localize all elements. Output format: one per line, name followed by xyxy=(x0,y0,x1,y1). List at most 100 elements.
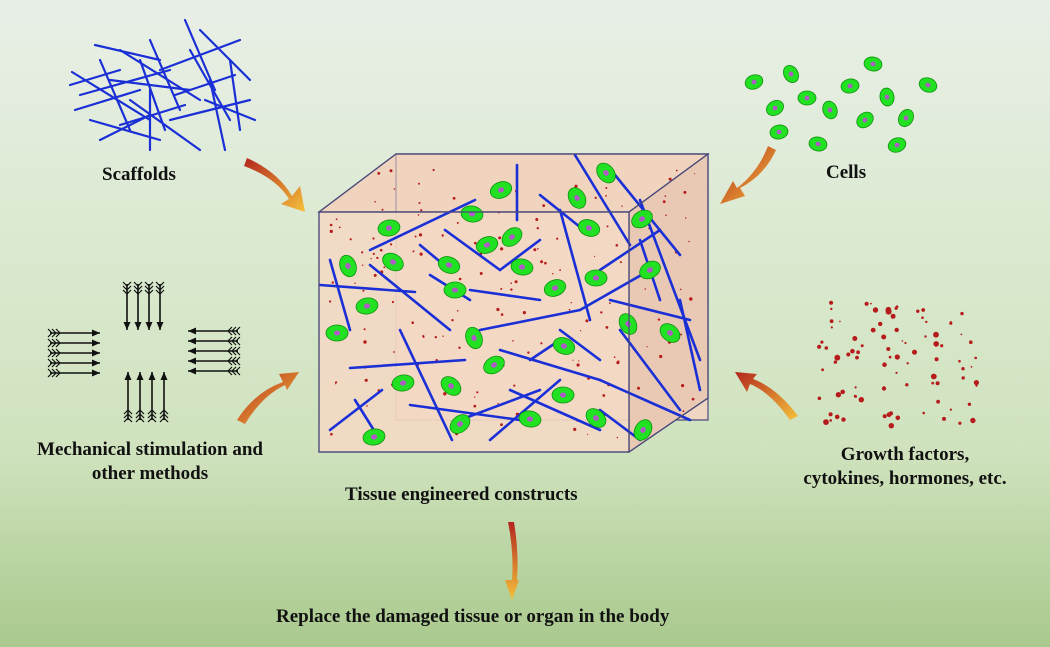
growth-factor-dot xyxy=(924,335,927,338)
cell xyxy=(567,187,587,209)
growth-factor-dot xyxy=(834,414,840,420)
cube-growth-factor-dot xyxy=(688,240,690,243)
cell xyxy=(822,100,838,120)
force-arrow-fletch xyxy=(123,413,129,419)
cell xyxy=(551,386,575,404)
cube-growth-factor-dot xyxy=(680,333,682,336)
cube-scaffold-fiber xyxy=(468,288,542,302)
growth-factor-dot xyxy=(853,394,857,398)
force-arrow-fletch xyxy=(123,417,129,423)
cell xyxy=(584,269,608,287)
growth-factor-dot xyxy=(840,389,845,395)
cell-nucleus xyxy=(390,259,396,265)
force-arrow-fletch xyxy=(147,417,153,423)
arrow-growth-factors-to-construct xyxy=(735,372,798,420)
force-arrow xyxy=(47,348,100,358)
label-growth-line2: cytokines, hormones, etc. xyxy=(803,468,1007,489)
force-arrow xyxy=(135,372,145,423)
cell xyxy=(863,56,883,72)
cube-growth-factor-dot xyxy=(594,255,596,257)
cell-nucleus xyxy=(468,211,476,217)
growth-factor-dot xyxy=(895,415,901,421)
cube-growth-factor-dot xyxy=(329,300,332,303)
force-arrow-fletch xyxy=(235,330,241,336)
force-arrow-fletch xyxy=(227,360,233,366)
force-arrow-fletch xyxy=(47,372,53,378)
cube-growth-factor-dot xyxy=(616,436,619,439)
force-arrow-fletch xyxy=(51,352,57,358)
cube-growth-factor-dot xyxy=(361,264,364,266)
cube-growth-factor-dot xyxy=(540,342,543,345)
cell-nucleus xyxy=(370,434,378,440)
cube-growth-factor-dot xyxy=(329,229,333,233)
force-arrow-fletch xyxy=(235,346,241,352)
force-arrow-fletch xyxy=(133,285,139,291)
force-arrow xyxy=(188,326,241,336)
force-arrow-fletch xyxy=(235,336,241,342)
growth-factor-dot xyxy=(961,367,965,371)
cube-growth-factor-dot xyxy=(479,272,483,275)
cube-growth-factor-dot xyxy=(331,281,334,284)
growth-factor-dot xyxy=(894,327,899,333)
scaffold-fiber xyxy=(208,78,227,152)
force-arrow-fletch xyxy=(151,417,157,423)
cube-growth-factor-dot xyxy=(335,218,338,221)
cube-growth-factor-dot xyxy=(393,351,395,353)
growth-factor-dot xyxy=(860,344,864,348)
scaffold-fiber xyxy=(173,73,237,97)
force-arrow-fletch xyxy=(51,348,57,354)
cube-scaffold-fiber xyxy=(408,403,522,422)
cell xyxy=(769,124,789,140)
cell-nucleus xyxy=(870,61,876,67)
force-arrow-fletch xyxy=(133,281,139,287)
cube-growth-factor-dot xyxy=(587,433,589,435)
force-arrow-fletch xyxy=(126,289,132,295)
force-arrow-head xyxy=(188,347,196,355)
force-arrow-fletch xyxy=(144,281,150,287)
force-arrow-fletch xyxy=(47,358,53,364)
force-arrow-fletch xyxy=(148,281,154,287)
tissue-construct-cube xyxy=(317,152,710,454)
cube-growth-factor-dot xyxy=(500,313,504,316)
cube-growth-factor-dot xyxy=(540,260,544,264)
cells-icon xyxy=(744,56,938,153)
force-arrow-fletch xyxy=(227,356,233,362)
growth-factor-dot xyxy=(894,306,898,310)
arrow-construct-to-body xyxy=(505,522,519,600)
cube-growth-factor-dot xyxy=(510,288,513,291)
cell-nucleus xyxy=(639,216,645,222)
growth-factor-dot xyxy=(933,331,939,338)
cell-nucleus xyxy=(884,94,890,100)
cube-growth-factor-dot xyxy=(458,277,462,281)
label-growth-line1: Growth factors, xyxy=(840,444,970,465)
cube-seeded-cells xyxy=(325,162,681,446)
cell-nucleus xyxy=(559,392,567,398)
cell xyxy=(489,181,513,199)
cube-growth-factor-dot xyxy=(473,404,477,408)
label-replace-tissue: Replace the damaged tissue or organ in t… xyxy=(276,606,670,627)
force-arrow-fletch xyxy=(231,346,237,352)
growth-factor-dot xyxy=(872,307,879,313)
force-arrow-fletch xyxy=(55,358,61,364)
force-arrow-fletch xyxy=(159,289,165,295)
growth-factor-dot xyxy=(960,333,963,336)
cube-growth-factor-dot xyxy=(637,386,640,390)
cell-nucleus xyxy=(560,343,568,349)
force-arrow-fletch xyxy=(122,289,128,295)
cube-growth-factor-dot xyxy=(441,234,444,237)
cube-growth-factor-dot xyxy=(456,310,459,312)
cube-growth-factor-dot xyxy=(451,319,454,322)
force-arrow-fletch xyxy=(147,409,153,415)
cell xyxy=(887,137,907,153)
force-arrow-fletch xyxy=(51,338,57,344)
force-arrow-head xyxy=(188,357,196,365)
force-arrow-fletch xyxy=(163,413,169,419)
growth-factor-dot xyxy=(936,399,940,404)
scaffold-fiber xyxy=(98,113,152,142)
mechanical-force-arrows-icon xyxy=(47,281,241,423)
force-arrow-head xyxy=(123,322,131,330)
cube-growth-factor-dot xyxy=(500,423,503,426)
scaffold-fiber xyxy=(148,38,182,112)
growth-factor-dot xyxy=(882,414,887,419)
cube-scaffold-fiber xyxy=(458,388,542,422)
